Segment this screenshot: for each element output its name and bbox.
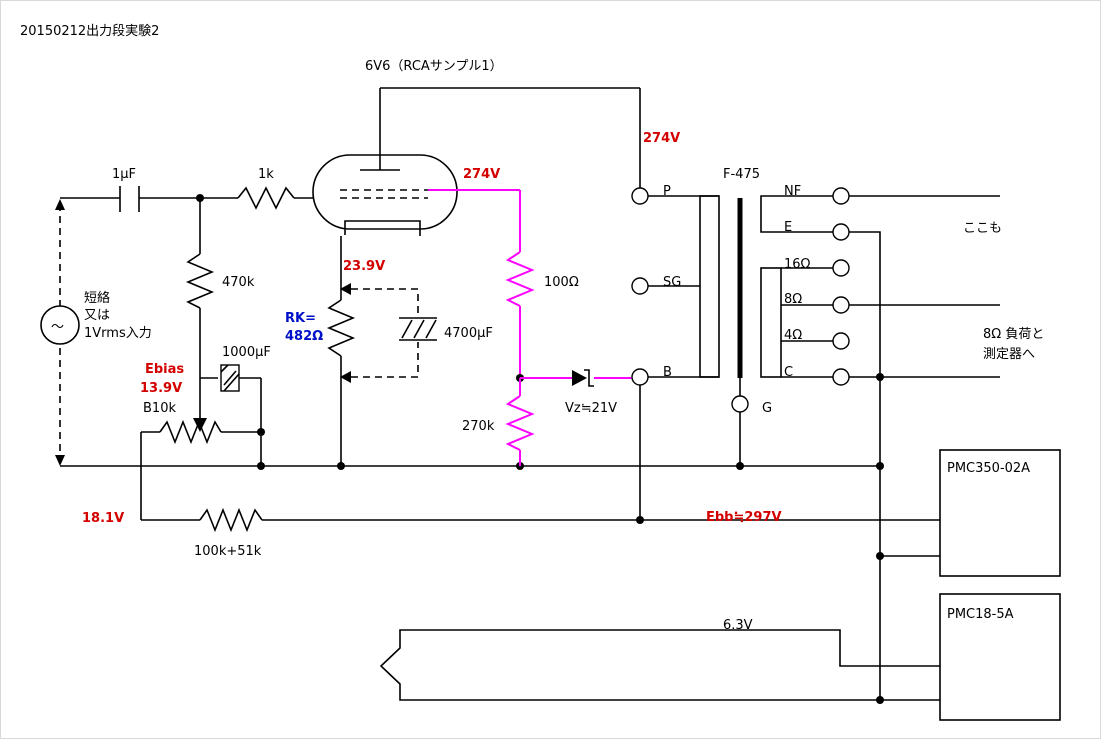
arrow-down-icon xyxy=(55,455,65,466)
screen-resistor-100ohm xyxy=(505,251,535,307)
load-note-line2: 測定器へ xyxy=(983,347,1035,362)
terminal-label-c: C xyxy=(784,365,793,380)
primary-terminal-p xyxy=(631,187,649,205)
zener-diode-icon xyxy=(572,370,587,386)
grid-resistor-label: 1k xyxy=(258,167,274,182)
junction-dot xyxy=(257,462,265,470)
arrow-left-icon xyxy=(340,283,351,295)
terminal-label-p: P xyxy=(663,184,671,199)
input-note-line3: 1Vrms入力 xyxy=(84,326,152,341)
ebb-voltage: Ebb≒297V xyxy=(706,510,782,525)
terminal-label-16ohm: 16Ω xyxy=(784,257,811,272)
psu-pmc350 xyxy=(939,449,1061,577)
bias-supply-voltage: 18.1V xyxy=(82,511,124,526)
bias-pot-label: B10k xyxy=(143,401,176,416)
transformer-label: F-475 xyxy=(723,167,760,182)
zener-label: Vz≒21V xyxy=(565,401,617,416)
secondary-terminal-nf xyxy=(832,187,850,205)
plate-voltage: 274V xyxy=(643,131,680,146)
arrow-left-icon xyxy=(340,371,351,383)
arrow-up-icon xyxy=(55,199,65,210)
secondary-terminal-4ohm xyxy=(832,332,850,350)
secondary-winding xyxy=(760,267,782,378)
primary-terminal-b xyxy=(631,368,649,386)
ground-terminal-g xyxy=(731,395,749,413)
rk-label-line1: RK= xyxy=(285,311,316,326)
terminal-label-b: B xyxy=(663,365,672,380)
bias-potentiometer xyxy=(159,419,222,445)
grid-leak-label: 470k xyxy=(222,275,255,290)
heater-voltage-label: 6.3V xyxy=(723,618,753,633)
rk-value: 482Ω xyxy=(285,329,323,344)
junction-dot xyxy=(876,373,884,381)
ebias-name: Ebias xyxy=(145,362,184,377)
secondary-terminal-16ohm xyxy=(832,259,850,277)
grid-resistor-1k xyxy=(237,186,295,210)
divider-resistor-label: 270k xyxy=(462,419,495,434)
diagram-title: 20150212出力段実験2 xyxy=(20,23,159,39)
terminal-label-e: E xyxy=(784,220,792,235)
bias-resistor xyxy=(199,507,263,533)
cathode-voltage: 23.9V xyxy=(343,259,385,274)
secondary-terminal-8ohm xyxy=(832,296,850,314)
input-note-line1: 短絡 xyxy=(84,290,110,306)
input-capacitor-label: 1μF xyxy=(112,167,136,182)
tube-6v6 xyxy=(312,88,458,236)
terminal-label-sg: SG xyxy=(663,275,681,290)
bias-resistor-label: 100k+51k xyxy=(194,544,262,559)
nf-winding xyxy=(760,195,781,233)
ebias-value: 13.9V xyxy=(140,381,182,396)
cathode-resistor xyxy=(326,299,356,357)
heater-wiring xyxy=(379,629,940,701)
bias-capacitor-label: 1000μF xyxy=(222,345,271,360)
terminal-label-4ohm: 4Ω xyxy=(784,328,802,343)
load-note-line1: 8Ω 負荷と xyxy=(983,327,1044,342)
cathode-capacitor-label: 4700μF xyxy=(444,326,493,341)
screen-voltage: 274V xyxy=(463,167,500,182)
input-note-line2: 又は xyxy=(84,308,110,323)
secondary-terminal-e xyxy=(832,223,850,241)
signal-generator-icon xyxy=(40,305,80,345)
note-here-also: ここも xyxy=(963,221,1002,236)
primary-terminal-sg xyxy=(631,277,649,295)
psu-pmc18 xyxy=(939,593,1061,721)
divider-resistor-270k xyxy=(505,395,535,451)
psu-pmc350-label: PMC350-02A xyxy=(947,461,1030,476)
terminal-label-8ohm: 8Ω xyxy=(784,292,802,307)
psu-pmc18-label: PMC18-5A xyxy=(947,607,1014,622)
junction-dot xyxy=(257,428,265,436)
terminal-label-g: G xyxy=(762,401,772,416)
tube-label: 6V6（RCAサンプル1） xyxy=(365,59,503,74)
signal-generator-symbol: ～ xyxy=(51,320,64,335)
grid-leak-resistor xyxy=(185,253,215,309)
primary-winding xyxy=(699,195,720,378)
secondary-terminal-c xyxy=(832,368,850,386)
screen-resistor-label: 100Ω xyxy=(544,275,579,290)
